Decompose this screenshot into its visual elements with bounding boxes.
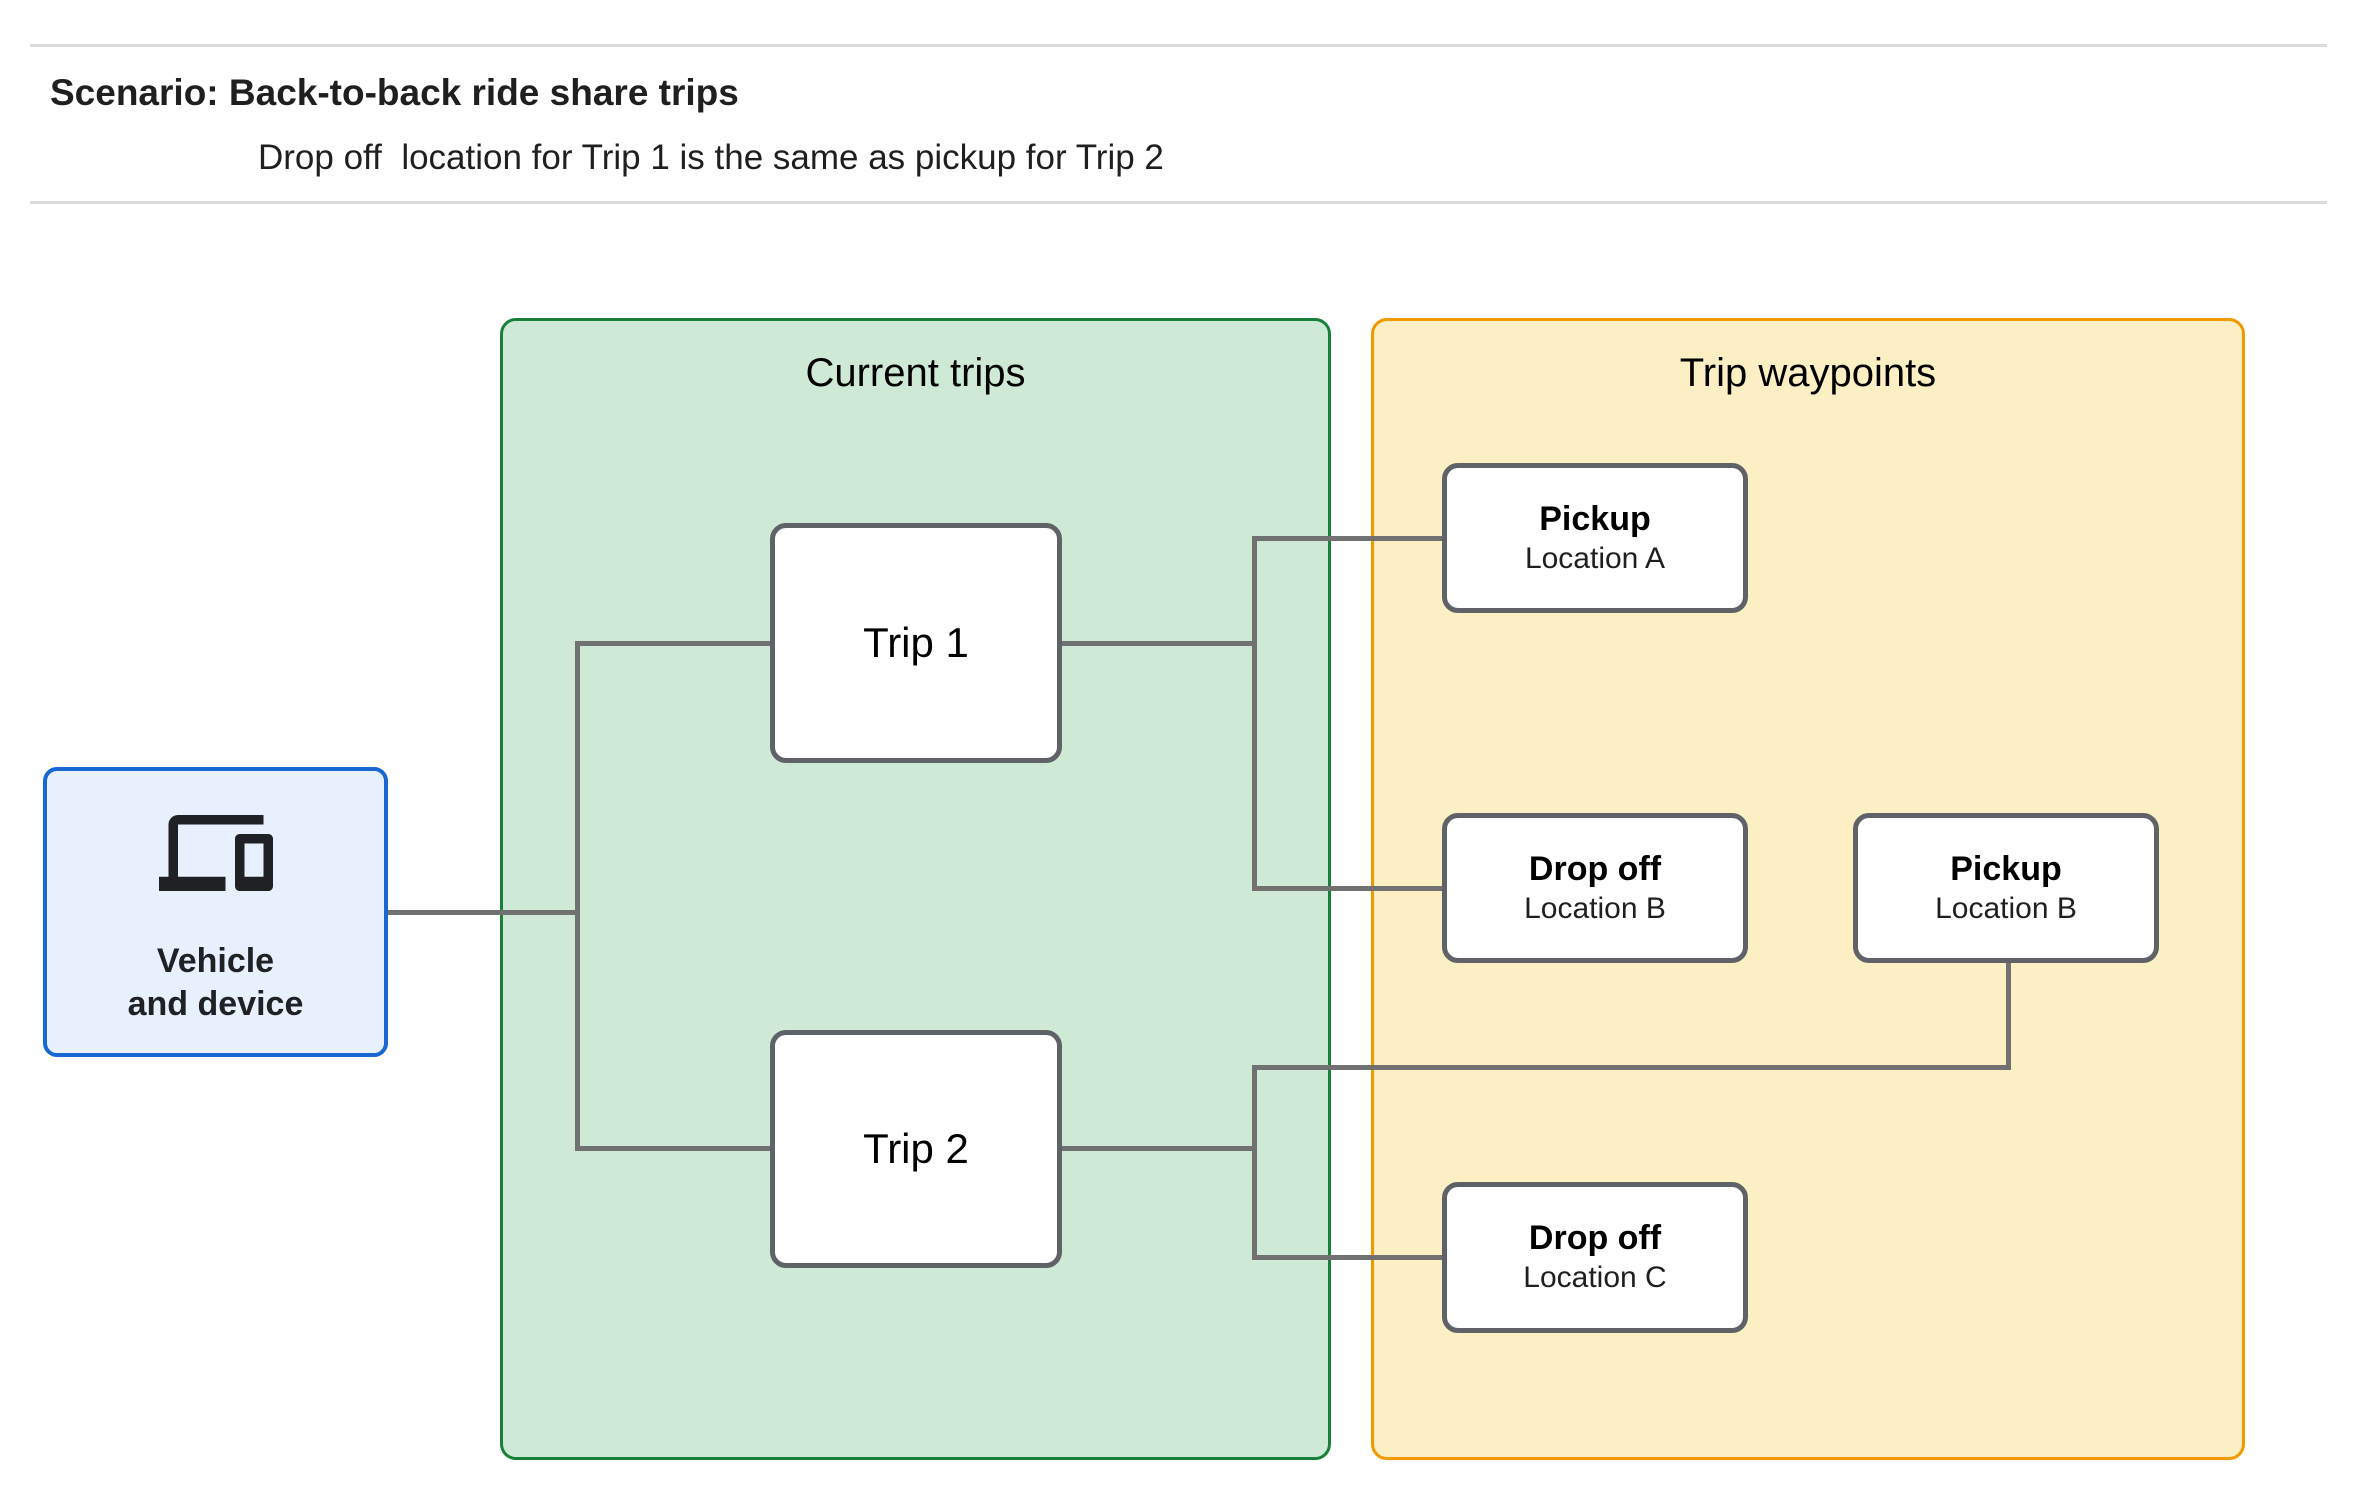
pickup-b-title: Pickup — [1950, 849, 2062, 888]
connector-trip2-waypoint-trunk — [1252, 1065, 1257, 1260]
dropoff-c-subtitle: Location C — [1523, 1261, 1667, 1295]
connector-to-pickup-location-a — [1252, 536, 1446, 541]
top-divider — [30, 44, 2327, 47]
pickup-location-b-node: Pickup Location B — [1853, 813, 2159, 963]
vehicle-and-device-node: Vehicle and device — [43, 767, 388, 1057]
connector-trip1-waypoint-trunk — [1252, 536, 1257, 891]
pickup-a-title: Pickup — [1539, 499, 1651, 538]
pickup-location-a-node: Pickup Location A — [1442, 463, 1748, 613]
connector-left-trunk — [575, 641, 580, 1151]
vehicle-label-line1: Vehicle — [156, 941, 275, 980]
connector-to-dropoff-location-c — [1252, 1255, 1446, 1260]
trip2-node: Trip 2 — [770, 1030, 1062, 1268]
pickup-b-subtitle: Location B — [1935, 891, 2077, 925]
dropoff-location-b-node: Drop off Location B — [1442, 813, 1748, 963]
connector-vehicle-to-trunk — [386, 910, 580, 915]
dropoff-b-subtitle: Location B — [1524, 891, 1666, 925]
devices-icon — [158, 815, 273, 891]
connector-pickup-b-drop — [2006, 958, 2011, 1070]
connector-trip2-to-pickup-b — [1252, 1065, 2011, 1070]
header-divider — [30, 201, 2327, 204]
connector-trip2-to-waypoints — [1058, 1146, 1257, 1151]
trip2-label: Trip 2 — [863, 1125, 969, 1172]
trip1-label: Trip 1 — [863, 619, 969, 666]
connector-trip1-to-waypoints — [1058, 641, 1257, 646]
dropoff-c-title: Drop off — [1528, 1219, 1662, 1258]
page-title: Scenario: Back-to-back ride share trips — [50, 72, 739, 113]
pickup-a-subtitle: Location A — [1524, 541, 1666, 575]
panel-current-trips-title: Current trips — [805, 351, 1026, 395]
vehicle-node-label: Vehicle and device — [128, 940, 304, 1027]
dropoff-b-title: Drop off — [1528, 849, 1662, 888]
panel-trip-waypoints-title: Trip waypoints — [1679, 351, 1937, 395]
connector-trunk-to-trip2 — [575, 1146, 774, 1151]
trip1-node: Trip 1 — [770, 523, 1062, 763]
panel-current-trips: Current trips — [500, 318, 1331, 1460]
connector-trunk-to-trip1 — [575, 641, 774, 646]
vehicle-label-line2: and device — [127, 985, 304, 1024]
connector-to-dropoff-location-b — [1252, 886, 1446, 891]
page-subtitle: Drop off location for Trip 1 is the same… — [258, 138, 1164, 177]
dropoff-location-c-node: Drop off Location C — [1442, 1182, 1748, 1333]
